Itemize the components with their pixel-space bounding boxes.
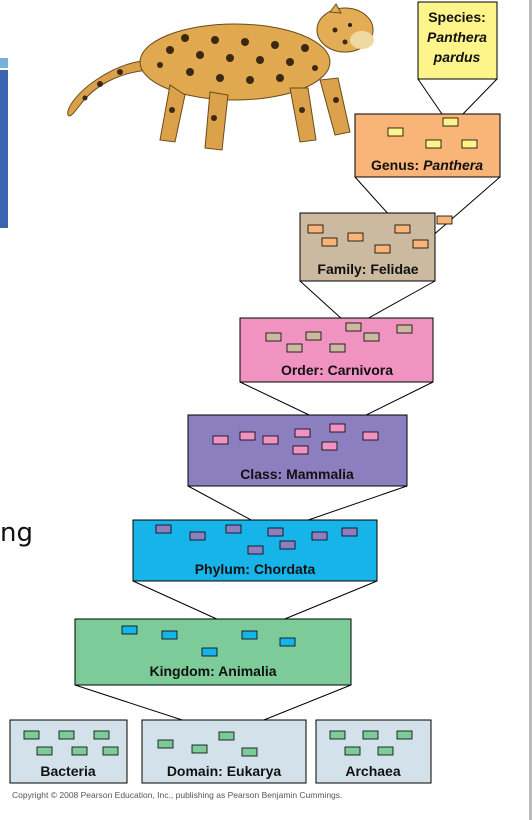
species-name-line1: Panthera <box>427 29 487 45</box>
family-label: Family: Felidae <box>317 261 418 277</box>
phylum-level: Phylum: Chordata <box>132 519 378 582</box>
species-markers <box>387 117 478 149</box>
slide-accent-bar <box>0 70 8 228</box>
kingdom-level: Kingdom: Animalia <box>74 618 352 686</box>
kingdom-label: Kingdom: Animalia <box>149 663 276 679</box>
species-label: Species: <box>428 9 486 25</box>
domain-bacteria: Bacteria <box>9 719 128 784</box>
leopard-icon <box>67 3 374 151</box>
order-label: Order: Carnivora <box>281 362 393 378</box>
slide-edge <box>529 0 532 820</box>
domain-eukarya: Domain: Eukarya <box>141 719 307 784</box>
class-markers <box>155 524 358 555</box>
class-label: Class: Mammalia <box>240 466 354 482</box>
genus-label: Genus: Panthera <box>371 157 483 173</box>
slide-accent-tick <box>0 58 8 68</box>
phylum-label: Phylum: Chordata <box>195 561 316 577</box>
species-name-line2: pardus <box>433 49 481 65</box>
family-level: Family: Felidae <box>299 212 453 282</box>
order-markers <box>212 423 379 455</box>
domain-bacteria-label: Bacteria <box>40 763 95 779</box>
domain-archaea: Archaea <box>315 719 432 784</box>
copyright-notice: Copyright © 2008 Pearson Education, Inc.… <box>12 790 343 800</box>
class-level: Class: Mammalia <box>187 414 408 487</box>
order-level: Order: Carnivora <box>239 317 434 383</box>
phylum-markers <box>121 625 296 657</box>
genus-level: Genus: Panthera <box>354 113 501 178</box>
family-markers <box>265 322 413 353</box>
genus-markers <box>307 215 453 254</box>
partial-slide-text: ng <box>0 518 33 548</box>
domain-eukarya-label: Domain: Eukarya <box>167 763 282 779</box>
species-level: Species: Panthera pardus <box>417 1 498 80</box>
domain-archaea-label: Archaea <box>345 763 400 779</box>
